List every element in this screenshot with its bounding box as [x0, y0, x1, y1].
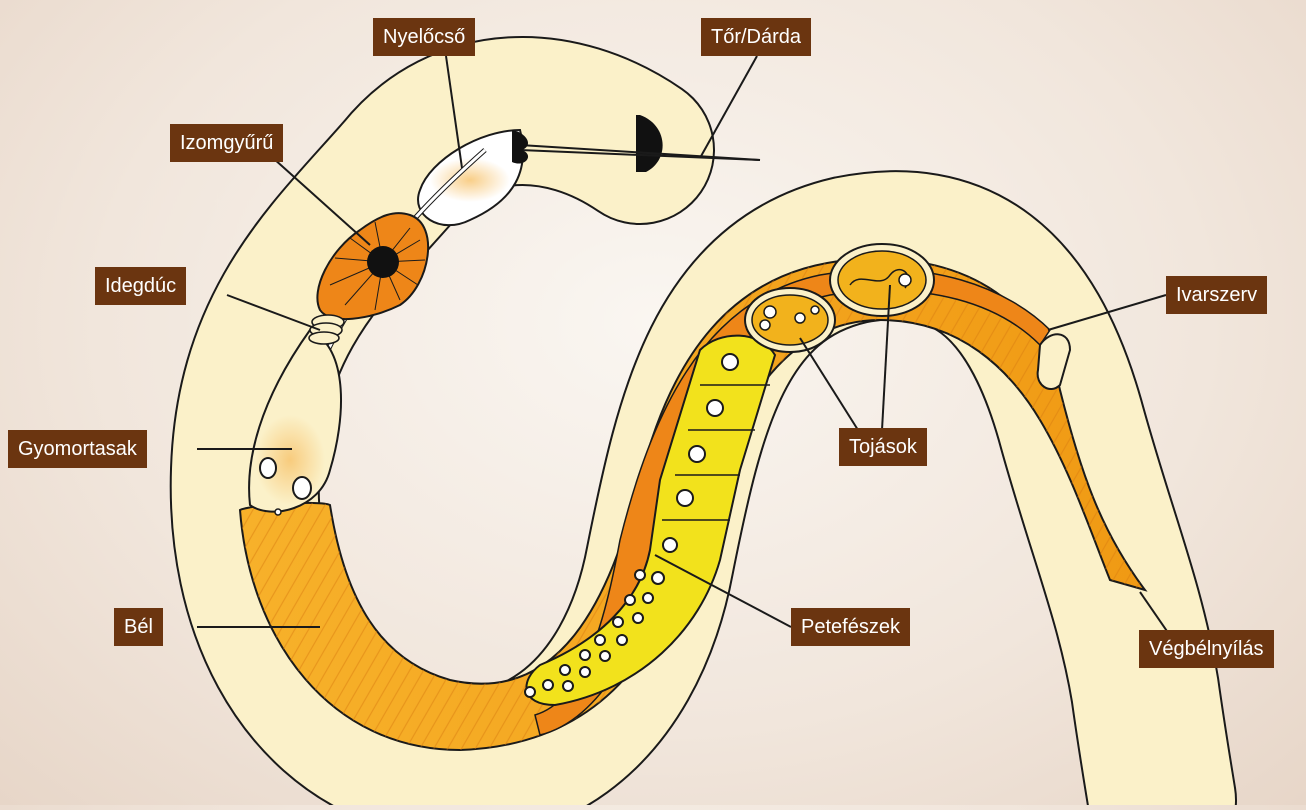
- label-stomach-pouch: Gyomortasak: [8, 430, 147, 468]
- leader-egg-1: [800, 338, 858, 430]
- label-reproductive-organ: Ivarszerv: [1166, 276, 1267, 314]
- label-pharynx: Nyelőcső: [373, 18, 475, 56]
- label-nerve-ring: Idegdúc: [95, 267, 186, 305]
- label-intestine: Bél: [114, 608, 163, 646]
- label-eggs: Tojások: [839, 428, 927, 466]
- label-muscle-ring: Izomgyűrű: [170, 124, 283, 162]
- label-stylet: Tőr/Dárda: [701, 18, 811, 56]
- label-anus: Végbélnyílás: [1139, 630, 1274, 668]
- label-ovary: Petefészek: [791, 608, 910, 646]
- leader-stylet: [700, 56, 757, 158]
- nerve-ring: [309, 315, 344, 344]
